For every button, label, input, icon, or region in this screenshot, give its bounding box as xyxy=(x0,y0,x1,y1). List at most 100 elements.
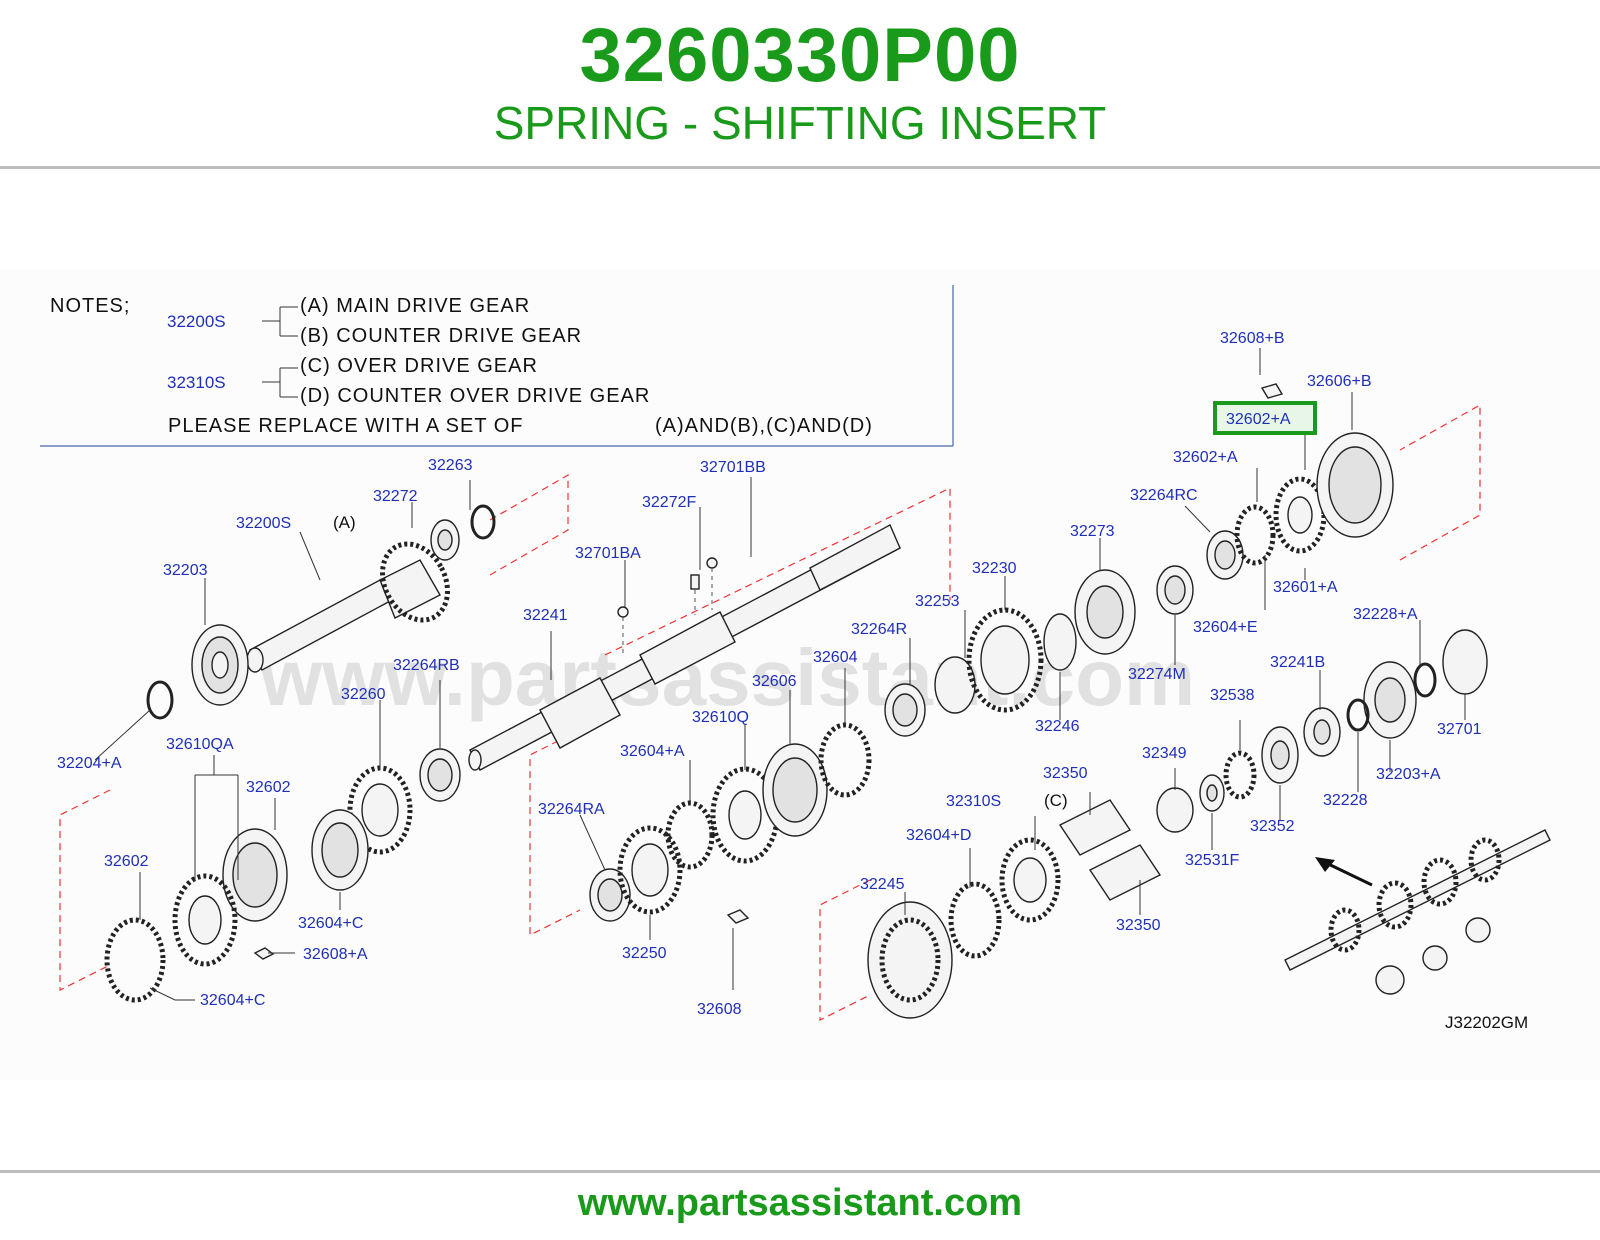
label-32701[interactable]: 32701 xyxy=(1437,721,1482,738)
website-footer[interactable]: www.partsassistant.com xyxy=(577,1182,1023,1224)
label-32606[interactable]: 32606 xyxy=(752,673,797,690)
label-32604c-mid[interactable]: 32604+C xyxy=(298,915,363,932)
label-32604e[interactable]: 32604+E xyxy=(1193,619,1258,636)
label-32606b[interactable]: 32606+B xyxy=(1307,373,1372,390)
label-32203a[interactable]: 32203+A xyxy=(1376,766,1441,783)
label-32228[interactable]: 32228 xyxy=(1323,792,1368,809)
coupling-sleeve-32602-top[interactable] xyxy=(222,828,288,922)
label-32264rc[interactable]: 32264RC xyxy=(1130,487,1198,504)
notes-heading: NOTES; xyxy=(50,295,130,317)
coupling-sleeve-32606b[interactable] xyxy=(1316,432,1394,538)
highlighted-part-box[interactable] xyxy=(1213,401,1317,435)
label-32349[interactable]: 32349 xyxy=(1142,745,1187,762)
bearing-32203[interactable] xyxy=(191,624,249,706)
notes-code-32310s[interactable]: 32310S xyxy=(167,373,226,392)
thrust-washer-32246[interactable] xyxy=(1043,613,1077,671)
baulk-ring-32604c-mid[interactable] xyxy=(311,809,369,891)
label-32272f[interactable]: 32272F xyxy=(642,494,696,511)
baulk-ring-32604e[interactable] xyxy=(1234,504,1276,566)
assembly-outline-overdrive xyxy=(819,879,871,1021)
label-32260[interactable]: 32260 xyxy=(341,686,386,703)
label-32604a[interactable]: 32604+A xyxy=(620,743,685,760)
baulk-ring-32604d[interactable] xyxy=(948,881,1002,959)
bearing-32273[interactable] xyxy=(1074,569,1136,655)
ball-32701ba[interactable] xyxy=(617,606,629,655)
label-32273[interactable]: 32273 xyxy=(1070,523,1115,540)
notes-replace-sets: (A)AND(B),(C)AND(D) xyxy=(655,415,873,437)
label-32264ra[interactable]: 32264RA xyxy=(538,801,605,818)
label-32604c-bot[interactable]: 32604+C xyxy=(200,992,265,1009)
assembly-outline-mainshaft xyxy=(604,487,951,656)
label-32602a-highlighted[interactable]: 32602+A xyxy=(1226,411,1291,428)
label-32204a[interactable]: 32204+A xyxy=(57,755,122,772)
insert-32608b[interactable] xyxy=(1260,383,1284,399)
gear-32250[interactable] xyxy=(617,825,683,915)
needle-bearing-32264ra[interactable] xyxy=(589,868,631,922)
spacer-32253[interactable] xyxy=(934,656,976,714)
label-32608b[interactable]: 32608+B xyxy=(1220,330,1285,347)
label-32531f[interactable]: 32531F xyxy=(1185,852,1239,869)
bearing-32203a[interactable] xyxy=(1363,661,1417,739)
label-32602-top[interactable]: 32602 xyxy=(246,779,291,796)
hub-32610qa[interactable] xyxy=(172,873,238,967)
label-32604d[interactable]: 32604+D xyxy=(906,827,971,844)
label-32350-bot[interactable]: 32350 xyxy=(1116,917,1161,934)
label-32604[interactable]: 32604 xyxy=(813,649,858,666)
nut-32241b[interactable] xyxy=(1303,707,1341,757)
needle-bearing-32264r[interactable] xyxy=(884,683,926,737)
snap-ring-32228[interactable] xyxy=(1346,698,1370,732)
label-32352[interactable]: 32352 xyxy=(1250,818,1295,835)
label-32538[interactable]: 32538 xyxy=(1210,687,1255,704)
label-32245[interactable]: 32245 xyxy=(860,876,905,893)
overdrive-gear-32310s[interactable] xyxy=(999,837,1061,923)
pin-32272f[interactable] xyxy=(690,574,700,615)
label-32602-left[interactable]: 32602 xyxy=(104,853,149,870)
label-32264rb[interactable]: 32264RB xyxy=(393,657,460,674)
insert-32608[interactable] xyxy=(726,909,750,924)
label-32253[interactable]: 32253 xyxy=(915,593,960,610)
label-32608a[interactable]: 32608+A xyxy=(303,946,368,963)
bearing-32272[interactable] xyxy=(430,519,460,561)
needle-bearing-32264rb[interactable] xyxy=(419,748,461,802)
coupling-sleeve-32245[interactable] xyxy=(867,901,953,1019)
label-32610qa[interactable]: 32610QA xyxy=(166,736,234,753)
mainshaft-32241[interactable] xyxy=(468,524,901,771)
needle-bearing-32264rc[interactable] xyxy=(1206,530,1244,580)
label-32246[interactable]: 32246 xyxy=(1035,718,1080,735)
label-32350-top[interactable]: 32350 xyxy=(1043,765,1088,782)
spacer-32274m[interactable] xyxy=(1156,565,1194,615)
label-32264r[interactable]: 32264R xyxy=(851,621,907,638)
label-32310s[interactable]: 32310S xyxy=(946,793,1001,810)
label-32203[interactable]: 32203 xyxy=(163,562,208,579)
label-32250[interactable]: 32250 xyxy=(622,945,667,962)
ball-32701bb[interactable] xyxy=(706,557,718,610)
label-32610q[interactable]: 32610Q xyxy=(692,709,749,726)
label-32230[interactable]: 32230 xyxy=(972,560,1017,577)
label-32274m[interactable]: 32274M xyxy=(1128,666,1186,683)
label-32228a[interactable]: 32228+A xyxy=(1353,606,1418,623)
label-32272[interactable]: 32272 xyxy=(373,488,418,505)
bearing-32538[interactable] xyxy=(1223,750,1257,800)
washer-32352[interactable] xyxy=(1261,726,1299,784)
bearing-32701[interactable] xyxy=(1442,629,1488,695)
label-32701ba[interactable]: 32701BA xyxy=(575,545,641,562)
insert-32608a[interactable] xyxy=(253,947,275,960)
spring-32602-left[interactable] xyxy=(104,917,166,1003)
coupling-sleeve-32606[interactable] xyxy=(762,743,828,837)
needle-bearing-32350[interactable] xyxy=(1058,799,1162,901)
washer-32531f[interactable] xyxy=(1199,774,1225,812)
snap-ring-32204a[interactable] xyxy=(146,680,174,720)
label-32602a[interactable]: 32602+A xyxy=(1173,449,1238,466)
gear-32230[interactable] xyxy=(966,607,1044,713)
label-32601a[interactable]: 32601+A xyxy=(1273,579,1338,596)
label-32200s[interactable]: 32200S xyxy=(236,515,291,532)
spacer-32349[interactable] xyxy=(1156,787,1194,833)
notes-code-32200s[interactable]: 32200S xyxy=(167,312,226,331)
label-32241b[interactable]: 32241B xyxy=(1270,654,1325,671)
label-32263[interactable]: 32263 xyxy=(428,457,473,474)
label-32241[interactable]: 32241 xyxy=(523,607,568,624)
label-32701bb[interactable]: 32701BB xyxy=(700,459,766,476)
snap-ring-32263[interactable] xyxy=(470,504,496,540)
label-32608[interactable]: 32608 xyxy=(697,1001,742,1018)
snap-ring-32228a[interactable] xyxy=(1413,662,1437,698)
